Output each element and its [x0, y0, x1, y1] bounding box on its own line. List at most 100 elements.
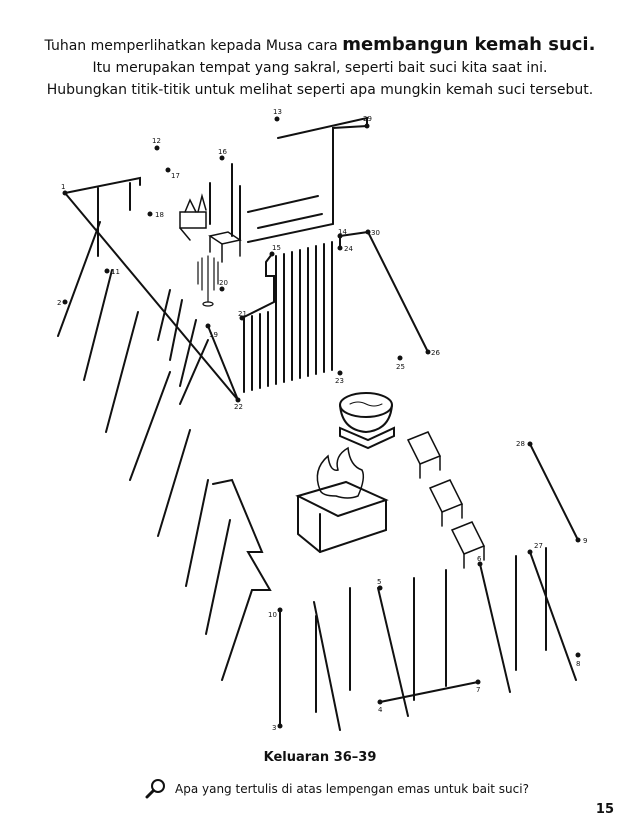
- svg-text:22: 22: [234, 403, 243, 411]
- right-wall-diagonal: [339, 230, 429, 353]
- dot-15[interactable]: 15: [269, 244, 281, 257]
- svg-text:24: 24: [344, 245, 353, 253]
- wall-detail-2: [257, 213, 323, 229]
- fence-slat: [205, 519, 231, 635]
- svg-text:28: 28: [516, 440, 525, 448]
- altar-of-burnt-offering: [295, 446, 389, 554]
- dot-24[interactable]: 24: [337, 245, 354, 253]
- svg-text:4: 4: [378, 706, 383, 714]
- svg-text:25: 25: [396, 363, 405, 371]
- svg-text:2: 2: [57, 299, 61, 307]
- fence-slat: [129, 371, 171, 481]
- gate-lintel: [379, 681, 479, 703]
- left-wall-diagonal: [64, 192, 239, 401]
- svg-text:30: 30: [371, 229, 380, 237]
- gate-post: [479, 563, 511, 693]
- dot-18[interactable]: 18: [147, 211, 164, 219]
- veil-step: [241, 253, 275, 319]
- tabernacle-drawing: [57, 116, 579, 731]
- dot-14[interactable]: 14: [337, 228, 348, 239]
- svg-text:26: 26: [431, 349, 440, 357]
- dot-27[interactable]: 27: [527, 542, 543, 555]
- inner-pillar: [179, 339, 209, 405]
- fence-slat: [221, 589, 253, 681]
- left-wall-top: [64, 176, 141, 194]
- svg-text:8: 8: [576, 660, 580, 668]
- dot-8[interactable]: 8: [575, 652, 581, 669]
- svg-text:16: 16: [218, 148, 227, 156]
- question-text: Apa yang tertulis di atas lempengan emas…: [175, 782, 529, 796]
- dot-12[interactable]: 12: [152, 137, 161, 151]
- scripture-reference: Keluaran 36–39: [263, 750, 377, 765]
- dot-21[interactable]: 21: [238, 310, 247, 321]
- laver-basin: [339, 392, 395, 450]
- dot-25[interactable]: 25: [396, 355, 405, 372]
- dot-26[interactable]: 26: [425, 349, 441, 357]
- gate-post: [377, 587, 409, 717]
- svg-text:9: 9: [583, 537, 587, 545]
- gate-post: [529, 551, 577, 681]
- dot-22[interactable]: 22: [234, 397, 243, 412]
- intro-line-1-prefix: Tuhan memperlihatkan kepada Musa cara: [44, 38, 343, 54]
- dot-16[interactable]: 16: [218, 148, 227, 161]
- intro-line-1-bold: membangun kemah suci.: [342, 34, 596, 55]
- fence-slat: [185, 479, 209, 587]
- courtyard-tables: [406, 431, 486, 569]
- svg-text:21: 21: [238, 310, 247, 318]
- right-fence-diagonal: [529, 443, 579, 541]
- fence-slat: [157, 429, 191, 537]
- svg-text:14: 14: [338, 228, 347, 236]
- svg-text:1: 1: [61, 183, 65, 191]
- dot-30[interactable]: 30: [365, 229, 380, 237]
- svg-text:20: 20: [219, 279, 228, 287]
- dot-6[interactable]: 6: [477, 555, 483, 567]
- fence-slat: [105, 311, 139, 433]
- svg-text:6: 6: [477, 555, 482, 563]
- dot-23[interactable]: 23: [335, 370, 344, 386]
- intro-line-1: Tuhan memperlihatkan kepada Musa cara me…: [0, 34, 640, 57]
- dot-20[interactable]: 20: [219, 279, 228, 292]
- dot-13[interactable]: 13: [273, 108, 282, 122]
- veil-edge: [207, 325, 239, 401]
- svg-text:11: 11: [111, 268, 120, 276]
- dot-1[interactable]: 1: [61, 183, 68, 196]
- svg-text:15: 15: [272, 244, 281, 252]
- dot-4[interactable]: 4: [377, 699, 384, 715]
- gate-post: [313, 601, 341, 731]
- svg-text:17: 17: [171, 172, 180, 180]
- dot-29[interactable]: 29: [363, 115, 372, 129]
- fence-slat: [57, 221, 101, 337]
- dot-2[interactable]: 2: [57, 299, 68, 307]
- dot-19[interactable]: 19: [205, 323, 218, 340]
- dot-17[interactable]: 17: [165, 167, 180, 181]
- page-number: 15: [595, 802, 614, 817]
- inner-pillar: [169, 299, 183, 361]
- magnifier-icon: [145, 779, 165, 799]
- numbered-dots: 1 2 3 4 5 6 7 8 9 10 11 12 13 14 15 16 1…: [57, 108, 587, 732]
- dot-7[interactable]: 7: [475, 679, 481, 695]
- back-wall-outline: [247, 116, 368, 243]
- dot-28[interactable]: 28: [516, 440, 533, 448]
- intro-text: Tuhan memperlihatkan kepada Musa cara me…: [0, 34, 640, 101]
- svg-text:29: 29: [363, 115, 372, 123]
- dot-3[interactable]: 3: [272, 723, 283, 733]
- inner-pillar: [179, 319, 197, 387]
- svg-text:13: 13: [273, 108, 282, 116]
- svg-text:23: 23: [335, 377, 344, 385]
- dot-10[interactable]: 10: [268, 607, 283, 620]
- svg-text:10: 10: [268, 611, 277, 619]
- ark-of-covenant: [179, 193, 207, 241]
- svg-text:18: 18: [155, 211, 164, 219]
- dot-9[interactable]: 9: [575, 537, 588, 545]
- svg-text:12: 12: [152, 137, 161, 145]
- wall-detail-1: [247, 195, 319, 213]
- dot-11[interactable]: 11: [104, 268, 120, 276]
- svg-text:7: 7: [476, 686, 480, 694]
- fence-slat: [83, 269, 113, 381]
- svg-text:3: 3: [272, 724, 276, 732]
- entrance-steps: [212, 478, 272, 591]
- table-of-shewbread: [208, 231, 242, 263]
- svg-text:5: 5: [377, 578, 381, 586]
- dot-5[interactable]: 5: [377, 578, 383, 591]
